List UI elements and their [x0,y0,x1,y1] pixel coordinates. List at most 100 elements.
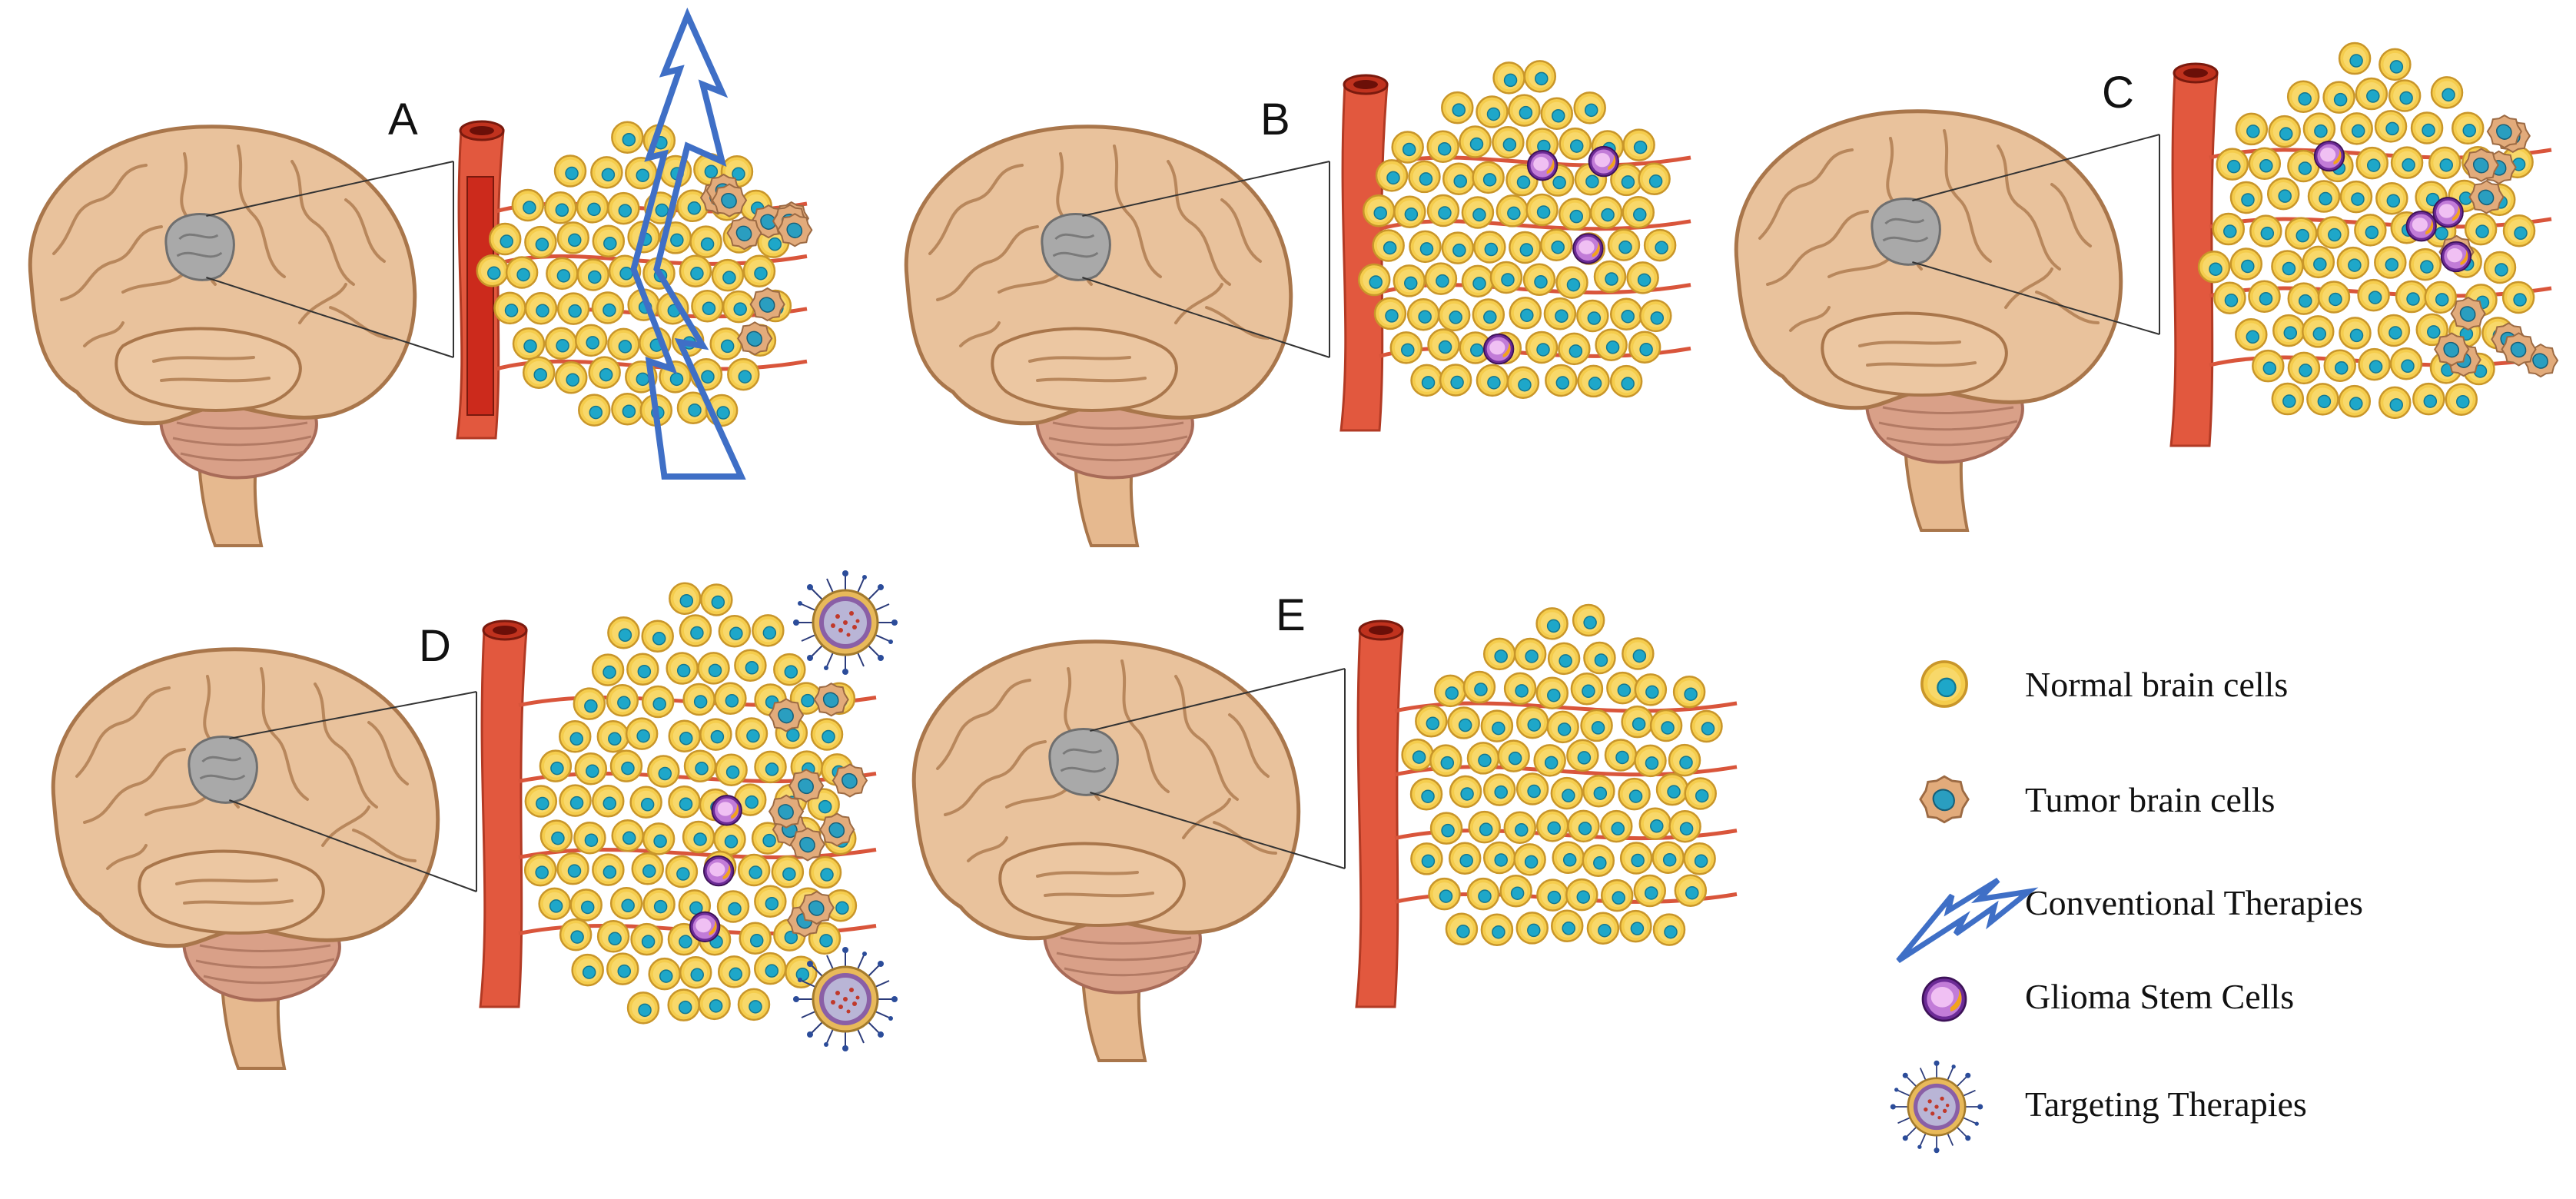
normal-brain-cell [1429,812,1463,845]
normal-brain-cell [611,819,644,852]
normal-brain-cell [574,752,608,785]
normal-brain-cell [1634,744,1667,778]
glioma-stem-cell [2405,211,2437,242]
normal-brain-cell [2358,347,2391,381]
normal-brain-cell [2248,147,2282,181]
normal-brain-cell [591,653,625,686]
normal-brain-cell [715,753,748,786]
normal-brain-cell [630,922,663,956]
cell-cluster [2197,42,2559,420]
normal-brain-cell [754,750,787,784]
normal-brain-cell [544,327,578,360]
lightning-bolt-icon [630,7,746,480]
normal-brain-cell [1461,196,1495,229]
normal-brain-cell [1503,672,1537,706]
normal-brain-cell [524,785,558,818]
normal-brain-cell [668,785,701,819]
normal-brain-cell [642,888,676,921]
zoom-line [1090,668,1346,732]
normal-brain-cell [679,614,712,647]
normal-brain-cell [1609,297,1643,330]
normal-brain-cell [699,718,732,751]
normal-brain-cell [1513,843,1546,876]
brain-illustration [914,642,1298,1061]
normal-brain-cell [592,785,625,818]
normal-brain-cell [1373,297,1407,330]
normal-brain-cell [1523,60,1557,93]
normal-brain-cell [2212,212,2246,246]
normal-brain-cell [626,653,659,686]
tumor-brain-cell [2450,296,2486,330]
normal-brain-cell [1468,810,1501,844]
tumor-brain-cell [749,287,785,322]
brain-illustration [53,649,437,1068]
tumor-brain-cell [2434,332,2470,367]
normal-brain-cell [1628,330,1661,364]
normal-brain-cell [1409,230,1442,264]
normal-brain-cell [665,855,699,888]
normal-brain-cell [1448,842,1482,875]
zoom-line [1912,261,2160,335]
normal-brain-cell [539,749,573,782]
normal-brain-cell [742,254,776,287]
normal-brain-cell [727,357,760,391]
normal-brain-cell [1655,772,1689,806]
normal-brain-cell [1535,809,1569,842]
normal-brain-cell [2197,250,2231,284]
normal-brain-cell [1391,131,1424,164]
tumor-brain-cell [2501,332,2537,367]
normal-brain-cell [1536,878,1569,912]
normal-brain-cell [2338,42,2372,75]
normal-brain-cell [1609,364,1643,398]
normal-brain-cell [2317,281,2351,314]
normal-brain-cell-icon [1920,660,1968,708]
normal-brain-cell [1543,297,1577,330]
normal-brain-cell [1480,913,1514,946]
normal-brain-cell [2424,281,2457,314]
normal-brain-cell [607,191,640,225]
panel-a: A [30,7,813,546]
normal-brain-cell [1555,266,1588,299]
normal-brain-cell [691,289,724,323]
normal-brain-cell [1433,674,1467,708]
normal-brain-cell [2451,111,2485,145]
normal-brain-cell [2268,115,2301,148]
normal-brain-cell [488,222,522,256]
normal-brain-cell [1427,328,1460,361]
normal-brain-cell [1683,842,1716,875]
normal-brain-cell [773,653,806,686]
normal-brain-cell [1668,743,1701,777]
normal-brain-cell [711,258,745,292]
normal-brain-cell [771,855,805,888]
normal-brain-cell [538,887,571,921]
normal-brain-cell [1550,776,1584,810]
normal-brain-cell [1442,162,1476,195]
normal-brain-cell [1525,193,1559,227]
normal-brain-cell [1626,261,1659,294]
normal-brain-cell [505,256,539,289]
normal-brain-cell [1572,603,1605,637]
normal-brain-cell [689,225,722,258]
normal-brain-cell [2445,383,2478,416]
glioma-stem-cell [711,795,742,826]
normal-brain-cell [1618,777,1651,811]
normal-brain-cell [2502,214,2536,247]
normal-brain-cell [647,755,680,788]
zoom-line [229,799,477,892]
normal-brain-cell [1489,261,1523,294]
normal-brain-cell [626,991,660,1025]
normal-brain-cell [1535,676,1569,709]
tumor-brain-cell [789,827,825,862]
zoom-line [206,277,454,358]
tumor-region [164,213,235,281]
normal-brain-cell [1535,607,1569,640]
normal-brain-cell [1513,637,1547,671]
normal-brain-cell [1606,671,1639,705]
normal-brain-cell [1415,705,1448,738]
panel-e: E [914,590,1738,1061]
normal-brain-cell [1408,160,1441,194]
normal-brain-cell [1476,95,1509,128]
normal-brain-cell [2378,48,2412,81]
tumor-brain-cell [726,216,762,251]
normal-brain-cell [1684,777,1717,810]
